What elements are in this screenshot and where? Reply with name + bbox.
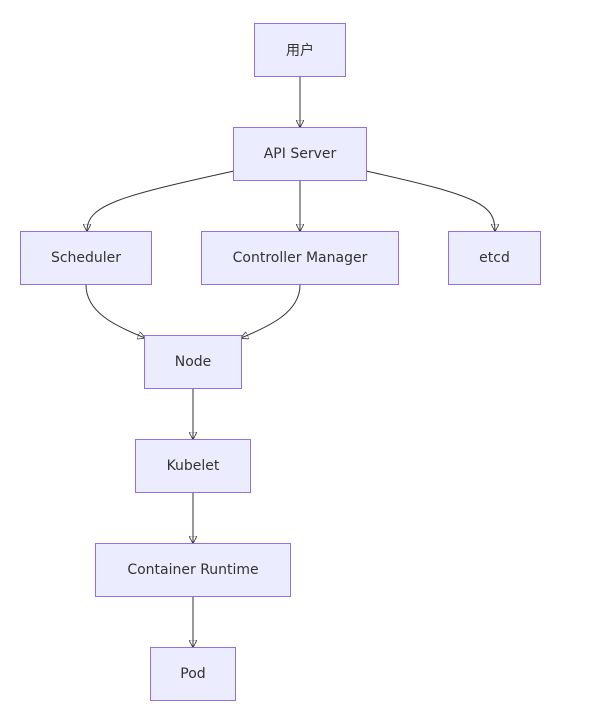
node-user[interactable]: 用户 (254, 23, 346, 77)
node-node[interactable]: Node (144, 335, 242, 389)
node-node-label: Node (174, 354, 212, 370)
node-api-server-label: API Server (263, 146, 337, 162)
node-controller-manager[interactable]: Controller Manager (201, 231, 399, 285)
node-container-runtime[interactable]: Container Runtime (95, 543, 291, 597)
node-container-runtime-label: Container Runtime (127, 562, 259, 578)
node-scheduler[interactable]: Scheduler (20, 231, 152, 285)
node-user-label: 用户 (286, 43, 314, 59)
node-kubelet[interactable]: Kubelet (135, 439, 251, 493)
edge-api-server-to-etcd (365, 170, 495, 231)
node-controller-manager-label: Controller Manager (232, 250, 368, 266)
edge-scheduler-to-node (85, 284, 145, 338)
node-scheduler-label: Scheduler (50, 250, 122, 266)
node-kubelet-label: Kubelet (166, 458, 220, 474)
edge-controller-manager-to-node (241, 284, 301, 338)
node-etcd[interactable]: etcd (448, 231, 541, 285)
node-api-server[interactable]: API Server (233, 127, 367, 181)
node-pod-label: Pod (180, 666, 206, 682)
node-etcd-label: etcd (479, 250, 510, 266)
edge-api-server-to-scheduler (87, 170, 235, 231)
node-pod[interactable]: Pod (150, 647, 236, 701)
